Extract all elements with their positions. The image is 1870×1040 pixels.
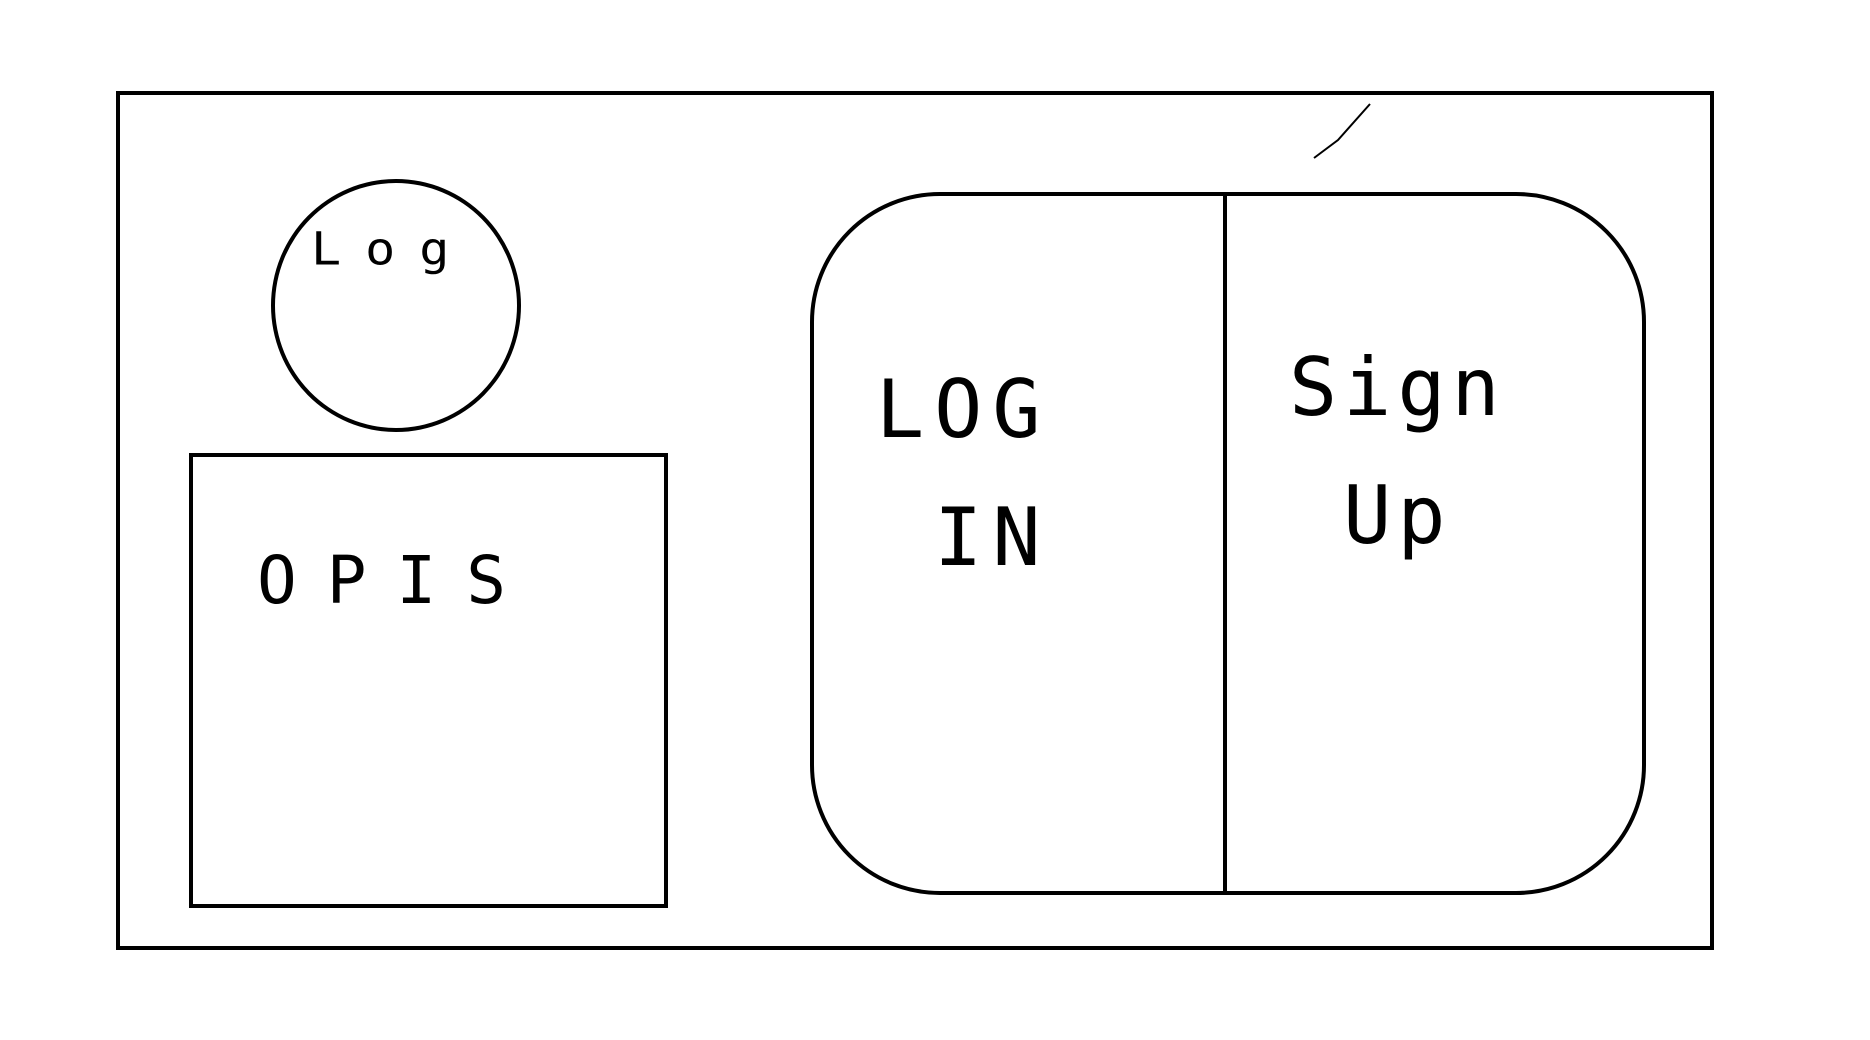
logo-label: Log (311, 223, 474, 276)
description-label: OPIS (257, 542, 536, 619)
signup-label: Sign Up (1289, 341, 1506, 562)
pen-stroke (1313, 103, 1371, 159)
logo-circle: Log (271, 179, 521, 432)
page-frame (116, 91, 1714, 950)
auth-divider (1223, 196, 1227, 891)
login-button[interactable]: LOG IN (814, 196, 1223, 891)
auth-panel: LOG IN Sign Up (810, 192, 1646, 895)
signup-button[interactable]: Sign Up (1227, 196, 1642, 891)
login-label: LOG IN (876, 363, 1051, 584)
description-box: OPIS (189, 453, 668, 908)
